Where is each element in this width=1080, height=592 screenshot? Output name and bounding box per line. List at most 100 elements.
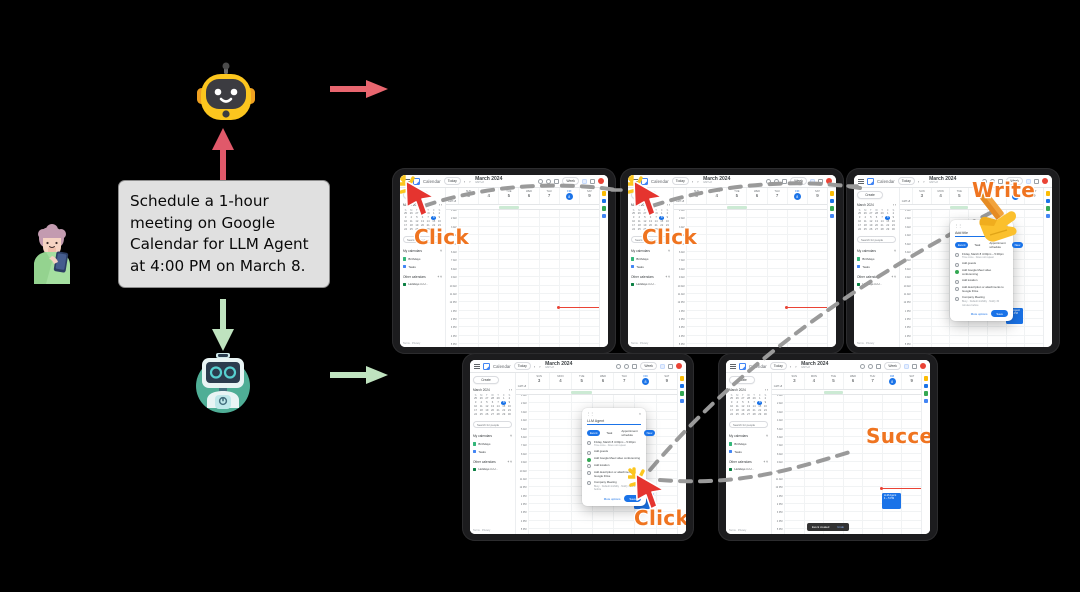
save-button[interactable]: Save <box>624 495 641 503</box>
search-icon[interactable] <box>616 363 622 369</box>
tab-appointment[interactable]: Appointment schedule <box>621 429 638 437</box>
tab-task[interactable]: Task <box>606 431 613 435</box>
my-calendars-header[interactable]: My calendars˅ <box>403 249 442 254</box>
maps-icon[interactable] <box>679 398 685 403</box>
today-button[interactable]: Today <box>513 362 531 370</box>
create-button[interactable]: Create <box>631 191 657 199</box>
contacts-icon[interactable] <box>679 391 685 396</box>
layout-icon[interactable] <box>904 363 909 369</box>
dialog-tabs[interactable]: Event Task Appointment schedule New <box>587 428 656 438</box>
today-button[interactable]: Today <box>443 177 461 185</box>
calendar-item[interactable]: Holidays in U... <box>403 282 442 286</box>
help-icon[interactable] <box>624 363 630 369</box>
dialog-row-location[interactable]: Add location <box>955 279 1008 284</box>
view-select[interactable]: Week <box>640 362 657 370</box>
view-select[interactable]: Week <box>562 177 579 185</box>
nav-arrows[interactable]: ‹ › <box>789 363 799 369</box>
dialog-row-guests[interactable]: Add guests <box>587 450 641 455</box>
event-dialog[interactable]: ⋮⋮ × LLM Agent Event Task Appointment sc… <box>582 408 656 507</box>
calendar-item[interactable]: Holidays in U... <box>631 282 670 286</box>
view-select[interactable]: Week <box>884 362 901 370</box>
calendar-item[interactable]: Holidays in U... <box>729 467 768 471</box>
tasks-icon[interactable] <box>601 198 607 203</box>
search-icon[interactable] <box>538 178 544 184</box>
nav-arrows[interactable]: ‹ › <box>463 178 473 184</box>
more-options-button[interactable]: More options <box>603 496 621 501</box>
tab-event[interactable]: Event <box>955 242 969 248</box>
today-button[interactable]: Today <box>769 362 787 370</box>
other-calendars-header[interactable]: Other calendars+ ˅ <box>729 459 768 464</box>
contacts-icon[interactable] <box>1045 206 1051 211</box>
calendar-item[interactable]: Birthdays <box>631 257 670 261</box>
menu-icon[interactable] <box>474 363 480 369</box>
tasks-icon[interactable] <box>829 198 835 203</box>
avatar[interactable] <box>598 178 604 184</box>
keep-icon[interactable] <box>1045 191 1051 196</box>
maps-icon[interactable] <box>829 213 835 218</box>
dialog-row-location[interactable]: Add location <box>587 463 641 469</box>
search-icon[interactable] <box>860 363 866 369</box>
tasks-icon[interactable] <box>679 383 685 388</box>
keep-icon[interactable] <box>829 191 835 196</box>
my-calendars-header[interactable]: My calendars˅ <box>631 249 670 254</box>
settings-icon[interactable] <box>632 363 638 369</box>
create-button[interactable]: Create <box>473 376 499 384</box>
help-icon[interactable] <box>774 178 780 184</box>
other-calendars-header[interactable]: Other calendars+ ˅ <box>631 274 670 279</box>
tasks-icon[interactable] <box>923 383 929 388</box>
settings-icon[interactable] <box>782 178 788 184</box>
layout-icon[interactable] <box>660 363 665 369</box>
calendar-item[interactable]: Tasks <box>857 265 896 269</box>
apps-icon[interactable] <box>590 178 595 184</box>
toast-undo-button[interactable]: Undo <box>837 525 844 529</box>
search-people-input[interactable]: Search for people <box>729 421 768 429</box>
menu-icon[interactable] <box>404 178 410 184</box>
all-day-row[interactable] <box>516 390 677 395</box>
all-day-row[interactable] <box>900 205 1043 210</box>
view-select[interactable]: Week <box>790 177 807 185</box>
apps-icon[interactable] <box>912 363 917 369</box>
keep-icon[interactable] <box>679 376 685 381</box>
calendar-item[interactable]: Tasks <box>729 450 768 454</box>
layout-icon[interactable] <box>1026 178 1031 184</box>
tab-event[interactable]: Event <box>587 430 601 436</box>
save-button[interactable]: Save <box>991 310 1008 318</box>
drag-handle-icon[interactable]: ⋮⋮ <box>955 224 962 228</box>
day-columns[interactable] <box>686 210 827 347</box>
my-calendars-header[interactable]: My calendars˅ <box>729 434 768 439</box>
other-calendars-header[interactable]: Other calendars+ ˅ <box>403 274 442 279</box>
day-columns[interactable]: LLM Agent 4 – 5 PM <box>784 395 921 534</box>
maps-icon[interactable] <box>923 398 929 403</box>
drag-handle-icon[interactable]: ⋮⋮ <box>587 412 594 416</box>
contacts-icon[interactable] <box>829 206 835 211</box>
contacts-icon[interactable] <box>923 391 929 396</box>
today-button[interactable]: Today <box>897 177 915 185</box>
created-event-chip[interactable]: LLM Agent 4 – 5 PM <box>881 493 901 509</box>
help-icon[interactable] <box>990 178 996 184</box>
layout-icon[interactable] <box>810 178 815 184</box>
calendar-item[interactable]: Tasks <box>403 265 442 269</box>
other-calendars-header[interactable]: Other calendars+ ˅ <box>473 459 512 464</box>
create-button[interactable]: Create <box>403 191 429 199</box>
apps-icon[interactable] <box>1034 178 1039 184</box>
day-columns[interactable] <box>458 210 599 347</box>
avatar[interactable] <box>1042 178 1048 184</box>
nav-arrows[interactable]: ‹ › <box>917 178 927 184</box>
avatar[interactable] <box>826 178 832 184</box>
dialog-row-guests[interactable]: Add guests <box>955 262 1008 267</box>
dialog-row-meet[interactable]: Add Google Meet video conferencing <box>955 268 1008 277</box>
search-icon[interactable] <box>982 178 988 184</box>
settings-icon[interactable] <box>998 178 1004 184</box>
menu-icon[interactable] <box>858 178 864 184</box>
all-day-event[interactable] <box>949 205 969 209</box>
my-calendars-header[interactable]: My calendars˅ <box>857 249 896 254</box>
my-calendars-header[interactable]: My calendars˅ <box>473 434 512 439</box>
keep-icon[interactable] <box>601 191 607 196</box>
create-button[interactable]: Create <box>729 376 755 384</box>
